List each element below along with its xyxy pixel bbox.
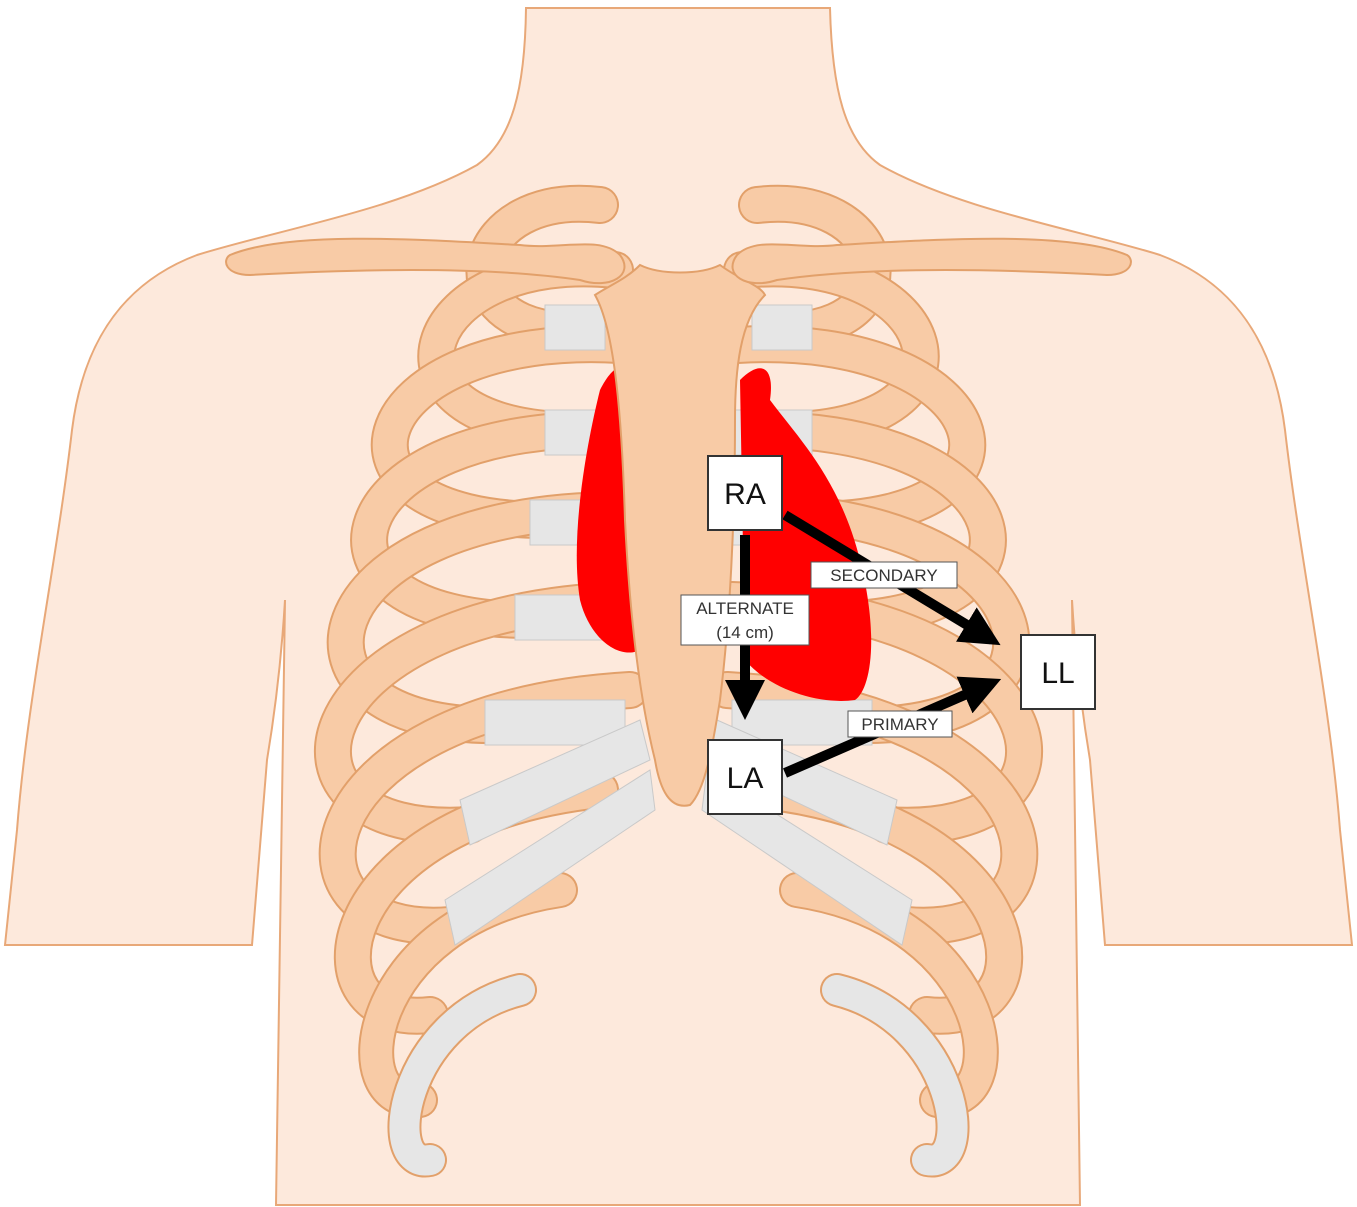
lead-la-label: LA bbox=[727, 762, 764, 795]
lead-ll-label: LL bbox=[1041, 657, 1074, 690]
alternate-label-line2: (14 cm) bbox=[716, 623, 774, 642]
primary-label: PRIMARY bbox=[848, 711, 952, 737]
lead-ra-label: RA bbox=[724, 478, 766, 511]
lead-ra: RA bbox=[708, 456, 782, 530]
secondary-label-text: SECONDARY bbox=[830, 566, 937, 585]
alternate-label-line1: ALTERNATE bbox=[696, 599, 794, 618]
secondary-label: SECONDARY bbox=[811, 562, 957, 588]
primary-label-text: PRIMARY bbox=[861, 715, 938, 734]
lead-la: LA bbox=[708, 740, 782, 814]
alternate-label: ALTERNATE (14 cm) bbox=[681, 595, 809, 645]
lead-ll: LL bbox=[1021, 635, 1095, 709]
